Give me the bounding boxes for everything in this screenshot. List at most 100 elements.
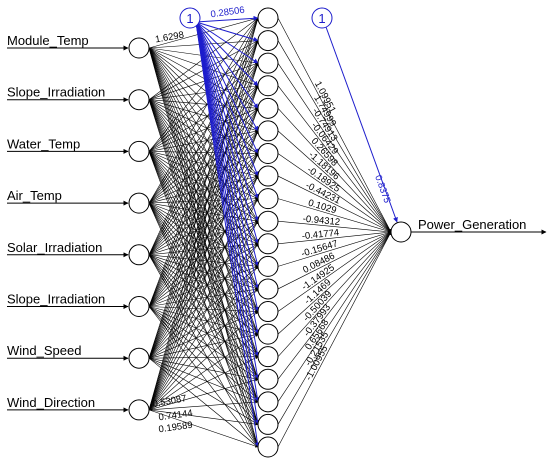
edge-input-2-hidden-15 <box>148 99 259 335</box>
edge-input-7-hidden-17 <box>148 357 259 381</box>
edge-input-6-hidden-10 <box>148 220 259 307</box>
edge-input-8-hidden-8 <box>148 175 259 411</box>
edge-input-3-hidden-1 <box>148 17 259 152</box>
input-node-7 <box>128 347 150 369</box>
edge-input-7-hidden-2 <box>148 40 259 359</box>
hidden-node-8 <box>257 165 279 187</box>
weight-label-hidden-10-output: -0.94312 <box>302 214 340 229</box>
edge-hidden-12-output <box>277 231 392 267</box>
edge-input-7-hidden-7 <box>148 153 259 359</box>
edge-input-8-hidden-19 <box>148 409 259 426</box>
edge-hidden-10-output <box>277 220 392 234</box>
edge-input-2-hidden-5 <box>148 99 259 110</box>
edge-input-1-hidden-15 <box>148 47 259 335</box>
edge-input-4-hidden-20 <box>148 202 259 448</box>
hidden-node-5 <box>257 97 279 119</box>
edge-input-3-hidden-7 <box>148 151 259 155</box>
edge-bias-hidden-11 <box>195 21 260 245</box>
weight-label-input-hidden-1: 1.6298 <box>154 30 185 46</box>
edge-input-4-hidden-19 <box>148 202 259 425</box>
edge-bias-output <box>325 26 398 223</box>
edge-input-4-hidden-10 <box>148 202 259 223</box>
input-node-5 <box>128 244 150 266</box>
edge-input-4-hidden-3 <box>148 62 259 204</box>
edge-input-7-hidden-8 <box>148 175 259 359</box>
edge-hidden-13-output <box>277 231 392 290</box>
edge-bias-hidden-2 <box>195 21 259 42</box>
edge-input-7-hidden-6 <box>148 130 259 359</box>
edge-input-6-hidden-16 <box>148 306 259 357</box>
hidden-node-14 <box>257 301 279 323</box>
edge-input-2-hidden-4 <box>148 84 259 100</box>
edge-input-1-hidden-7 <box>148 47 259 154</box>
edge-bias-hidden-13 <box>195 21 260 290</box>
edge-input-3-hidden-12 <box>148 151 259 267</box>
input-arrows <box>7 45 547 413</box>
labels: Module_TempSlope_IrradiationWater_TempAi… <box>7 5 526 436</box>
edge-hidden-9-output <box>277 198 392 233</box>
edge-input-5-hidden-19 <box>148 254 259 425</box>
edge-input-4-hidden-17 <box>148 202 259 380</box>
edge-hidden-11-output <box>277 230 392 245</box>
edge-input-4-hidden-18 <box>148 202 259 403</box>
edge-input-7-hidden-19 <box>148 357 259 425</box>
weight-label-input-hidden-3: 0.19589 <box>158 420 194 436</box>
edge-input-4-hidden-4 <box>148 85 259 204</box>
edge-bias-hidden-16 <box>195 21 260 358</box>
bias-node-1 <box>179 7 201 29</box>
weight-label-hidden-11-output: -0.41774 <box>301 227 339 242</box>
edge-bias-hidden-5 <box>195 21 259 109</box>
edge-hidden-5-output <box>277 108 392 233</box>
hidden-node-10 <box>257 210 279 232</box>
hidden-node-1 <box>257 7 279 29</box>
edge-input-1-hidden-6 <box>148 47 259 132</box>
edge-hidden-6-output <box>277 130 392 233</box>
edge-input-4-hidden-16 <box>148 202 259 357</box>
edge-hidden-2-output <box>277 40 392 233</box>
edge-input-5-hidden-2 <box>148 40 259 255</box>
edge-input-2-hidden-7 <box>148 99 259 154</box>
edge-input-5-hidden-20 <box>148 254 259 448</box>
edge-input-5-hidden-7 <box>148 153 259 256</box>
edge-input-8-hidden-16 <box>148 356 259 411</box>
bias-label-2: 1 <box>318 11 325 26</box>
edge-input-7-hidden-3 <box>148 62 259 359</box>
edge-input-5-hidden-9 <box>148 198 259 256</box>
edge-input-2-hidden-3 <box>148 62 259 100</box>
edge-input-2-hidden-18 <box>148 99 259 403</box>
edge-input-3-hidden-9 <box>148 151 259 199</box>
edge-bias-hidden-18 <box>195 21 260 403</box>
weight-label-input-hidden-2: 0.74144 <box>158 408 194 424</box>
edge-hidden-4-output <box>277 85 392 233</box>
edge-input-6-hidden-6 <box>148 130 259 307</box>
edge-input-7-hidden-11 <box>148 243 259 359</box>
edge-input-5-hidden-17 <box>148 254 259 380</box>
edge-input-8-hidden-17 <box>148 378 259 411</box>
input-label-3: Water_Temp <box>7 136 80 151</box>
edge-bias-hidden-6 <box>195 21 259 132</box>
edge-hidden-3-output <box>277 62 392 233</box>
edge-hidden-16-output <box>277 231 392 357</box>
input-node-3 <box>128 140 150 162</box>
edge-bias-hidden-7 <box>195 21 259 154</box>
edge-input-2-hidden-10 <box>148 99 259 222</box>
input-label-8: Wind_Direction <box>7 395 95 410</box>
edge-bias-hidden-12 <box>195 21 260 267</box>
input-label-4: Air_Temp <box>7 188 62 203</box>
input-label-2: Slope_Irradiation <box>7 85 105 100</box>
edge-input-3-hidden-13 <box>148 151 259 290</box>
edge-input-3-hidden-6 <box>148 129 259 152</box>
edge-input-6-hidden-8 <box>148 175 259 307</box>
edge-input-6-hidden-3 <box>148 62 259 307</box>
edge-input-8-hidden-3 <box>148 62 259 410</box>
edge-input-3-hidden-8 <box>148 151 259 177</box>
edge-hidden-7-output <box>277 153 392 233</box>
hidden-node-16 <box>257 346 279 368</box>
edge-bias-hidden-4 <box>195 21 259 87</box>
edge-bias-hidden-20 <box>195 21 260 448</box>
edge-input-7-hidden-1 <box>148 17 259 359</box>
edge-input-6-hidden-5 <box>148 108 259 307</box>
edge-input-4-hidden-6 <box>148 130 259 204</box>
edge-input-2-hidden-9 <box>148 99 259 199</box>
